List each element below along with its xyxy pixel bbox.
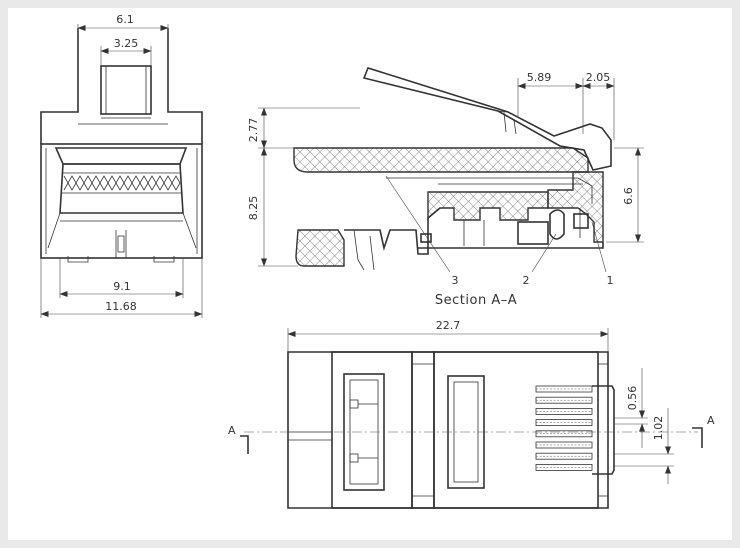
- section-mark-right-arrow: [692, 427, 703, 448]
- section-contact-2b: [549, 209, 565, 240]
- front-contacts-top: [63, 175, 181, 184]
- section-blade-tip: [577, 177, 593, 204]
- front-contact-window: [59, 163, 184, 214]
- front-view: 6.1 3.25 9.1 11.68: [40, 13, 203, 318]
- section-mark-left: A: [228, 424, 236, 437]
- plan-catch: [349, 453, 359, 463]
- plan-dimensions: 22.7 0.56 1.02: [287, 319, 674, 484]
- dim-plan-contact-width: 0.56: [626, 386, 639, 411]
- technical-drawing: 6.1 3.25 9.1 11.68: [40, 13, 715, 509]
- callout-leader-2: [531, 233, 557, 273]
- plan-catch: [349, 399, 359, 409]
- section-crimp-teeth: [353, 229, 375, 271]
- plan-view: A A 22.7 0.56 1.02: [228, 319, 715, 509]
- section-contact-2: [517, 221, 549, 245]
- plan-mid-rib: [411, 351, 435, 509]
- section-inner-step: [427, 191, 549, 221]
- dim-section-top-left: 5.89: [527, 71, 552, 84]
- section-dimensions: 5.89 2.05 2.77 8.25 6.6: [247, 71, 644, 267]
- plan-front-region: [433, 351, 599, 509]
- plan-contacts: [535, 385, 593, 471]
- dim-plan-length: 22.7: [436, 319, 461, 332]
- section-contact-3: [420, 233, 432, 243]
- section-view: 3 2 1 Section A–A 5.89 2.05 2.77 8.25 6.…: [247, 67, 644, 308]
- dim-front-overall: 11.68: [105, 300, 137, 313]
- section-lower-left: [295, 229, 345, 267]
- callout-leader-3: [385, 175, 451, 273]
- dim-section-top-right: 2.05: [586, 71, 611, 84]
- section-lower-body: [344, 207, 604, 255]
- drawing-sheet: 6.1 3.25 9.1 11.68: [8, 8, 732, 540]
- front-key-slot: [117, 235, 125, 253]
- plan-contact-hood: [592, 385, 615, 475]
- front-key: [115, 230, 127, 258]
- callout-3: 3: [452, 274, 459, 287]
- section-upper-wall: [293, 147, 589, 173]
- dim-plan-contact-pitch: 1.02: [652, 416, 665, 441]
- front-cable-chamfer: [47, 212, 197, 249]
- front-top-opening: [54, 147, 188, 165]
- front-latch-tab: [100, 65, 152, 115]
- dim-section-body-height: 8.25: [247, 196, 260, 221]
- callout-1: 1: [607, 274, 614, 287]
- front-body: [40, 143, 203, 259]
- section-latch-hinge: [513, 119, 517, 135]
- front-feet: [67, 256, 175, 263]
- front-top-housing: [40, 28, 203, 144]
- section-contact-1: [573, 213, 589, 229]
- section-caption: Section A–A: [435, 293, 517, 308]
- dim-section-right-height: 6.6: [622, 187, 635, 205]
- section-latch-hinge: [503, 111, 507, 133]
- dim-front-overall-top: 6.1: [116, 13, 134, 26]
- section-mark-right: A: [707, 414, 715, 427]
- dim-front-latch: 3.25: [114, 37, 139, 50]
- callout-2: 2: [523, 274, 530, 287]
- dim-section-latch-height: 2.77: [247, 118, 260, 143]
- section-mark-left-arrow: [240, 435, 249, 454]
- front-contacts-bottom: [63, 182, 181, 191]
- front-dimensions: 6.1 3.25 9.1 11.68: [40, 13, 203, 318]
- dim-front-inner: 9.1: [113, 280, 131, 293]
- callout-leader-1: [591, 221, 607, 273]
- section-latch-lever: [362, 67, 612, 171]
